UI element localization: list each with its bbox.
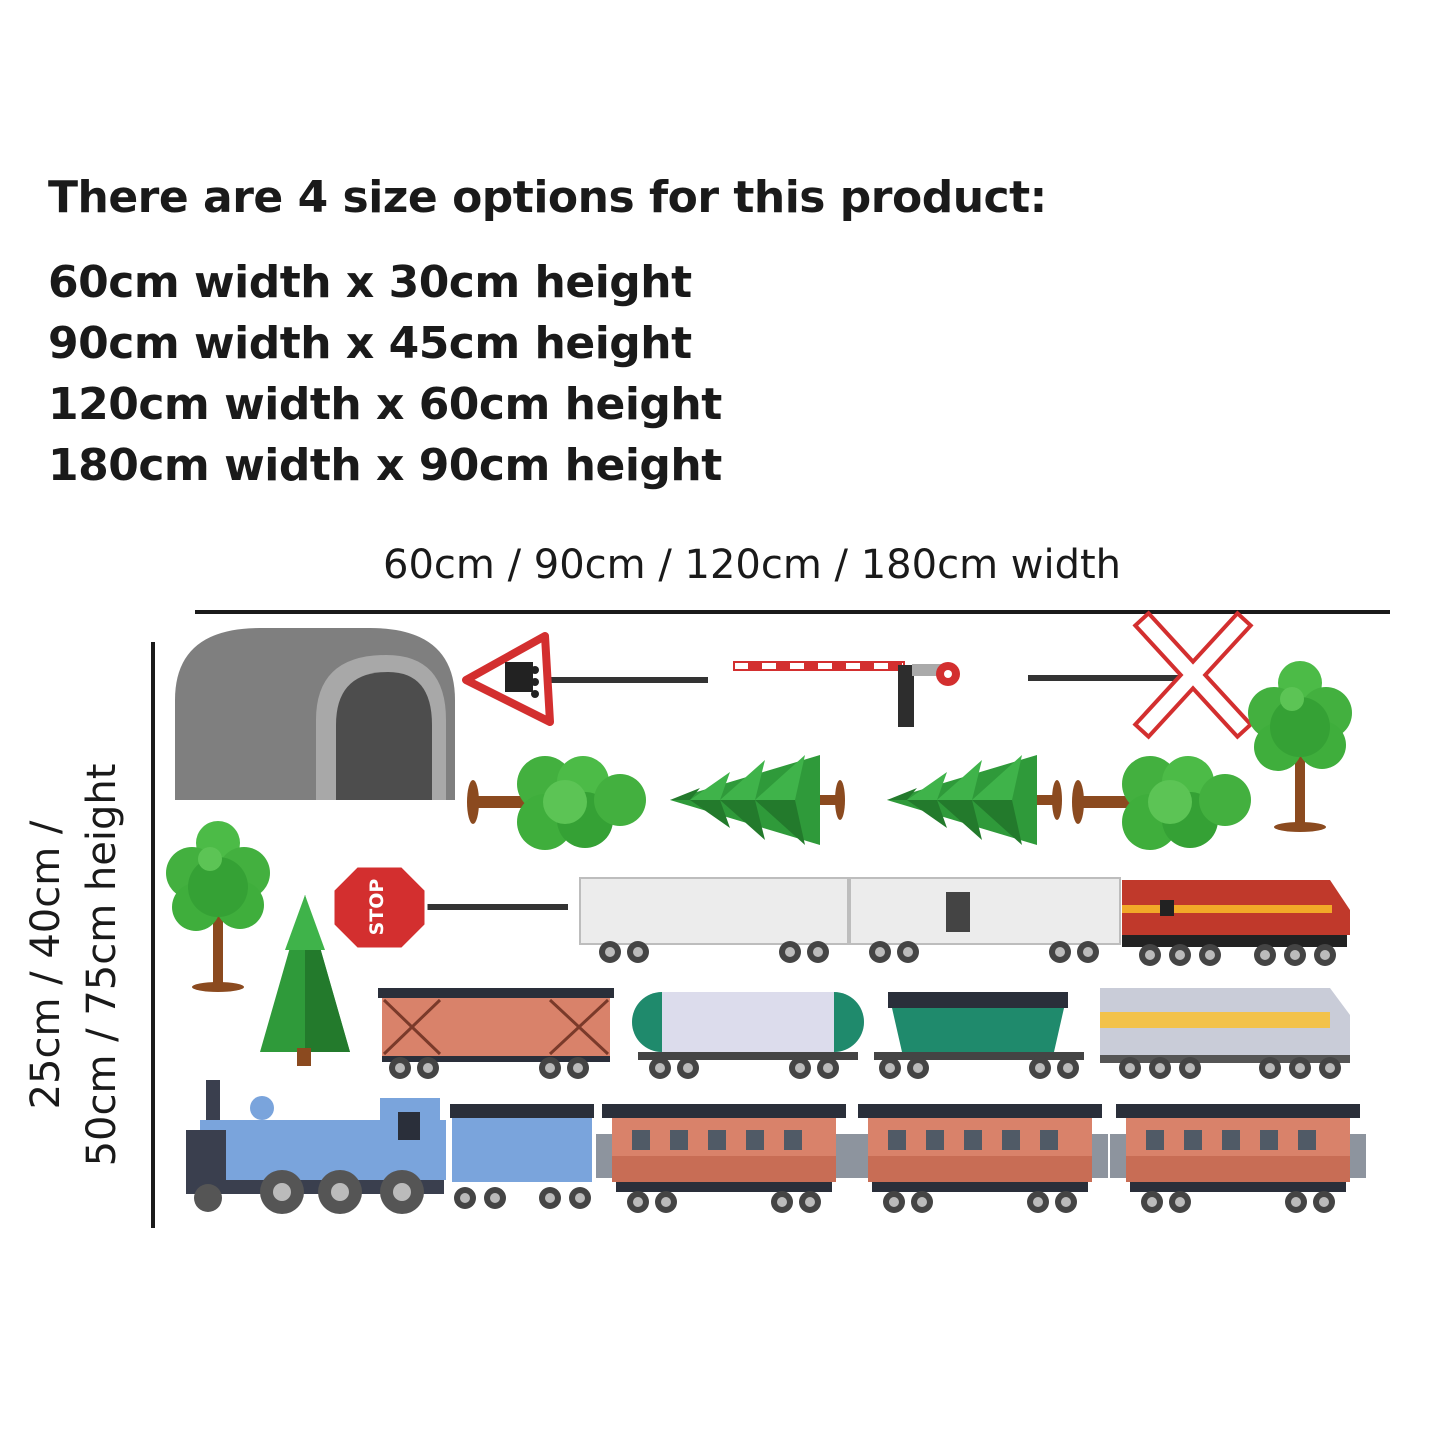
size-option: 60cm width x 30cm height xyxy=(48,257,692,308)
deciduous-tree-icon xyxy=(467,756,646,850)
size-option: 180cm width x 90cm height xyxy=(48,440,722,491)
passenger-carriage-icon xyxy=(1110,1104,1366,1213)
passenger-carriage-icon xyxy=(596,1104,852,1213)
deciduous-tree-icon xyxy=(166,821,270,992)
pine-tree-icon xyxy=(260,895,350,1066)
passenger-carriage-icon xyxy=(852,1104,1108,1213)
tunnel-icon xyxy=(175,628,455,800)
deciduous-tree-icon xyxy=(1072,756,1251,850)
stop-sign-label: STOP xyxy=(366,879,388,936)
width-dimension-label: 60cm / 90cm / 120cm / 180cm width xyxy=(383,542,1122,588)
crossbuck-sign-icon xyxy=(1028,610,1254,740)
size-option: 90cm width x 45cm height xyxy=(48,318,692,369)
pine-tree-icon xyxy=(670,755,845,845)
railway-warning-sign-icon xyxy=(462,632,708,726)
steam-locomotive-icon xyxy=(186,1080,594,1214)
freight-train-icon xyxy=(579,877,1350,966)
level-crossing-barrier-icon xyxy=(733,661,960,727)
size-options-list: 60cm width x 30cm height 90cm width x 45… xyxy=(48,252,722,496)
stop-sign-icon: STOP xyxy=(331,864,568,951)
deciduous-tree-icon xyxy=(1248,661,1352,832)
freight-train-icon xyxy=(378,988,1350,1079)
size-option: 120cm width x 60cm height xyxy=(48,379,722,430)
page-title: There are 4 size options for this produc… xyxy=(48,172,1047,223)
pine-tree-icon xyxy=(887,755,1062,845)
